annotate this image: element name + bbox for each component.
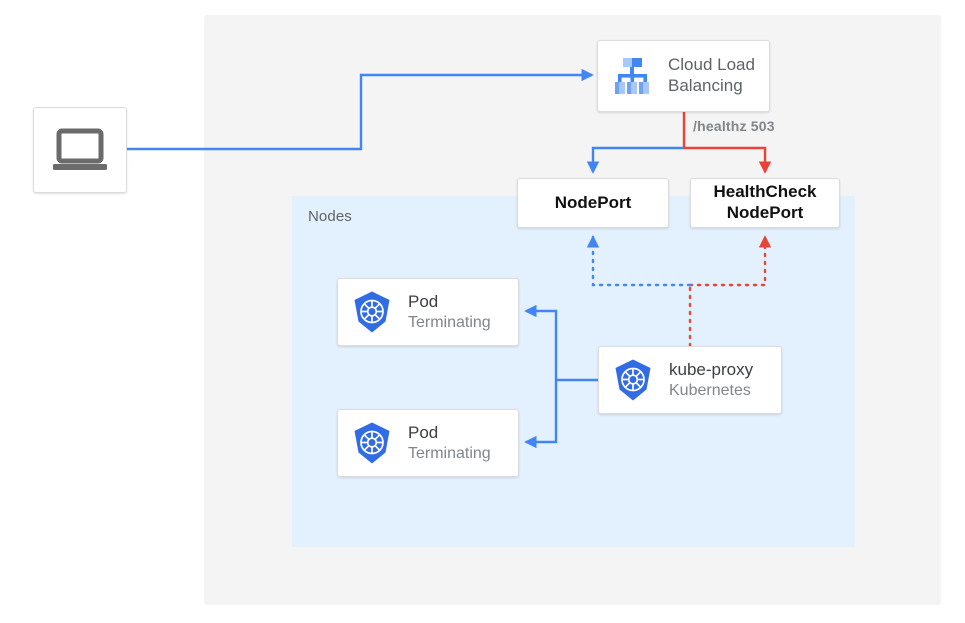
- client-device-box: [33, 107, 127, 193]
- pod-box-2: Pod Terminating: [337, 409, 519, 477]
- pod-status-1: Terminating: [408, 313, 491, 331]
- nodeport-label: NodePort: [554, 193, 632, 212]
- healthcheck-nodeport-label-line2: NodePort: [726, 203, 804, 222]
- healthz-status-label: /healthz 503: [693, 118, 775, 134]
- kube-proxy-subtitle: Kubernetes: [669, 381, 751, 399]
- pod-title-2: Pod: [408, 422, 439, 442]
- nodeport-box: NodePort: [517, 178, 669, 228]
- kube-proxy-title: kube-proxy: [669, 359, 754, 379]
- pod-text-2: Pod Terminating: [408, 423, 491, 463]
- kubernetes-icon: [615, 359, 651, 401]
- cloud-load-balancing-icon: [615, 58, 649, 94]
- cloud-load-balancing-box: Cloud Load Balancing: [597, 40, 770, 112]
- laptop-icon: [53, 128, 107, 170]
- pod-title-1: Pod: [408, 291, 439, 311]
- cloud-load-balancing-title-line2: Balancing: [668, 76, 743, 95]
- kube-proxy-box: kube-proxy Kubernetes: [598, 346, 782, 414]
- healthcheck-nodeport-box: HealthCheck NodePort: [690, 178, 840, 228]
- pod-box-1: Pod Terminating: [337, 278, 519, 346]
- cloud-load-balancing-title-line1: Cloud Load: [668, 55, 755, 75]
- kubernetes-icon: [354, 422, 390, 464]
- kubernetes-icon: [354, 291, 390, 333]
- nodes-panel-label: Nodes: [308, 208, 352, 225]
- pod-status-2: Terminating: [408, 444, 491, 462]
- kube-proxy-text: kube-proxy Kubernetes: [669, 360, 753, 400]
- cloud-load-balancing-text: Cloud Load Balancing: [668, 55, 755, 96]
- pod-text-1: Pod Terminating: [408, 292, 491, 332]
- healthcheck-nodeport-label-line1: HealthCheck: [713, 182, 817, 202]
